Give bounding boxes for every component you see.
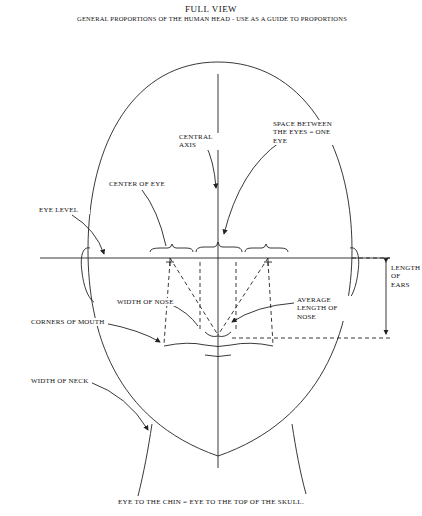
eye-level-label: EYE LEVEL [38,206,90,214]
axis-label: CENTRAL AXIS [178,133,230,150]
diagram-title: FULL VIEW [0,4,422,14]
eye-spacing-label: SPACE BETWEEN THE EYES = ONE EYE [272,120,344,145]
diagram-caption: EYE TO THE CHIN = EYE TO THE TOP OF THE … [0,498,422,506]
neck-width-label: WIDTH OF NECK [30,377,92,385]
nose-length-label: AVERAGE LENGTH OF NOSE [296,296,354,321]
eye-center-label: CENTER OF EYE [108,180,166,188]
mouth-corner-label: CORNERS OF MOUTH [30,318,108,326]
diagram-subtitle: GENERAL PROPORTIONS OF THE HUMAN HEAD - … [11,15,413,23]
nose-width-label: WIDTH OF NOSE [116,298,176,306]
ear-length-label: LENGTH OF EARS [390,264,420,289]
